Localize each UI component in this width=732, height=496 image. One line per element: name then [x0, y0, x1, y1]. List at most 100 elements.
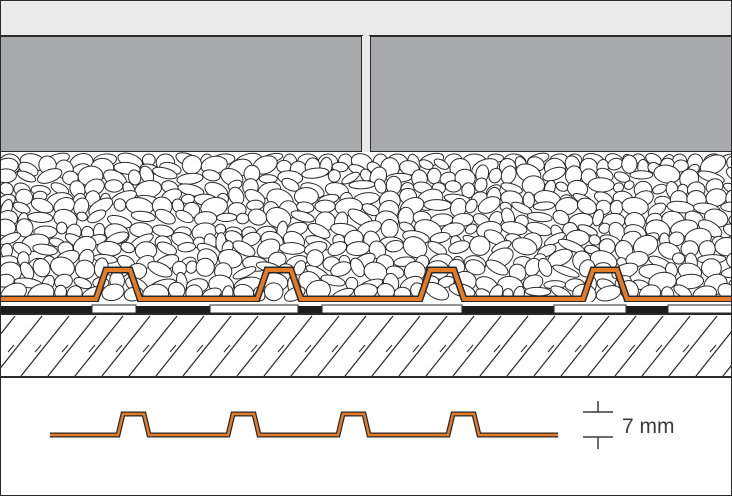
hatch-line — [128, 315, 178, 377]
gravel-stone — [247, 208, 268, 226]
hatch-line — [236, 315, 286, 377]
profile-outline — [50, 411, 558, 438]
hatch-line — [155, 315, 205, 377]
gravel-stone — [720, 201, 732, 213]
hatch-line — [263, 315, 313, 377]
hatch-dash — [7, 344, 15, 353]
hatch-dash — [547, 344, 555, 353]
gravel-stone — [327, 241, 348, 257]
hatch-line — [20, 315, 70, 377]
hatch-dash — [682, 344, 690, 353]
gravel-stone — [668, 231, 685, 247]
hatch-dash — [196, 344, 204, 353]
gravel-stone — [714, 236, 732, 257]
gravel-stone — [511, 237, 538, 256]
gravel-stone — [232, 240, 256, 257]
gravel-stone — [427, 240, 447, 256]
gravel-stone — [675, 273, 705, 290]
gravel-stone — [469, 235, 491, 256]
hatch-dash — [628, 344, 636, 353]
gravel-stone — [726, 155, 732, 177]
gravel-stone — [613, 171, 631, 183]
gravel-stone — [147, 261, 173, 278]
gravel-stone — [623, 180, 635, 190]
hatch-line — [317, 315, 367, 377]
hatch-line — [209, 315, 259, 377]
gravel-stone — [587, 177, 615, 193]
gravel-stone — [341, 171, 360, 185]
gravel-stone — [37, 168, 63, 184]
gravel-stone — [76, 211, 88, 222]
dimension-label: 7 mm — [622, 415, 675, 438]
gravel-stone — [464, 223, 478, 235]
gravel-stone — [418, 159, 434, 170]
hatch-line — [371, 315, 421, 377]
hatch-dash — [169, 344, 177, 353]
hatch-dash — [493, 344, 501, 353]
hatch-line — [533, 315, 583, 377]
hatch-line — [425, 315, 475, 377]
hatch-dash — [358, 344, 366, 353]
gravel-stone — [130, 210, 156, 223]
gravel-stone — [290, 210, 315, 223]
hatch-dash — [574, 344, 582, 353]
gravel-stone — [177, 242, 197, 253]
gravel-stone — [629, 170, 654, 180]
gravel-stone — [402, 236, 428, 259]
gravel-stone — [699, 154, 727, 176]
gravel-stone — [477, 196, 501, 214]
hatch-line — [587, 315, 637, 377]
hatch-line — [452, 315, 502, 377]
hatch-dash — [385, 344, 393, 353]
gravel-stone — [327, 169, 341, 183]
gravel-stone — [537, 257, 553, 277]
tile-right — [369, 35, 732, 153]
spacer-block — [321, 304, 463, 314]
hatch-line — [101, 315, 151, 377]
hatch-line — [641, 315, 691, 377]
gravel-stone — [56, 221, 68, 235]
gravel-stone — [301, 167, 330, 179]
gravel-stone — [543, 232, 566, 247]
hatch-line — [695, 330, 732, 377]
gravel-stone — [263, 282, 284, 302]
membrane-fill — [0, 268, 732, 301]
hatch-dash — [655, 344, 663, 353]
background-top — [0, 0, 732, 38]
black-strip — [298, 306, 322, 313]
hatch-dash — [412, 344, 420, 353]
strip-layer — [0, 302, 732, 315]
hatch-line — [506, 315, 556, 377]
hatch-dash — [709, 344, 717, 353]
gravel-stone — [524, 257, 541, 277]
hatch-dash — [142, 344, 150, 353]
gravel-stone — [32, 258, 51, 278]
gravel-stone — [152, 166, 178, 180]
gravel-stone — [632, 234, 659, 257]
gravel-stone — [726, 250, 732, 272]
gravel-stone — [30, 197, 54, 214]
hatch-dash — [61, 344, 69, 353]
gravel-stone — [101, 283, 125, 302]
gravel-stone — [236, 212, 250, 225]
black-strip — [136, 306, 210, 313]
gravel-stone — [350, 257, 366, 278]
gravel-bedding — [0, 152, 732, 305]
gravel-stone — [232, 266, 257, 280]
membrane-profile-detail — [50, 411, 558, 438]
black-strip — [462, 306, 554, 313]
spacer-block — [209, 304, 299, 314]
gravel-stone — [32, 243, 58, 256]
gravel-stone — [465, 198, 478, 214]
hatch-line — [0, 315, 16, 336]
gravel-stone — [258, 174, 278, 184]
hatch-dash — [331, 344, 339, 353]
hatch-dash — [304, 344, 312, 353]
hatch-dash — [250, 344, 258, 353]
hatch-dash — [88, 344, 96, 353]
hatch-dash — [34, 344, 42, 353]
studded-membrane — [0, 266, 732, 303]
gravel-stone — [113, 198, 127, 212]
hatch-dash — [466, 344, 474, 353]
gravel-stone — [314, 199, 336, 214]
